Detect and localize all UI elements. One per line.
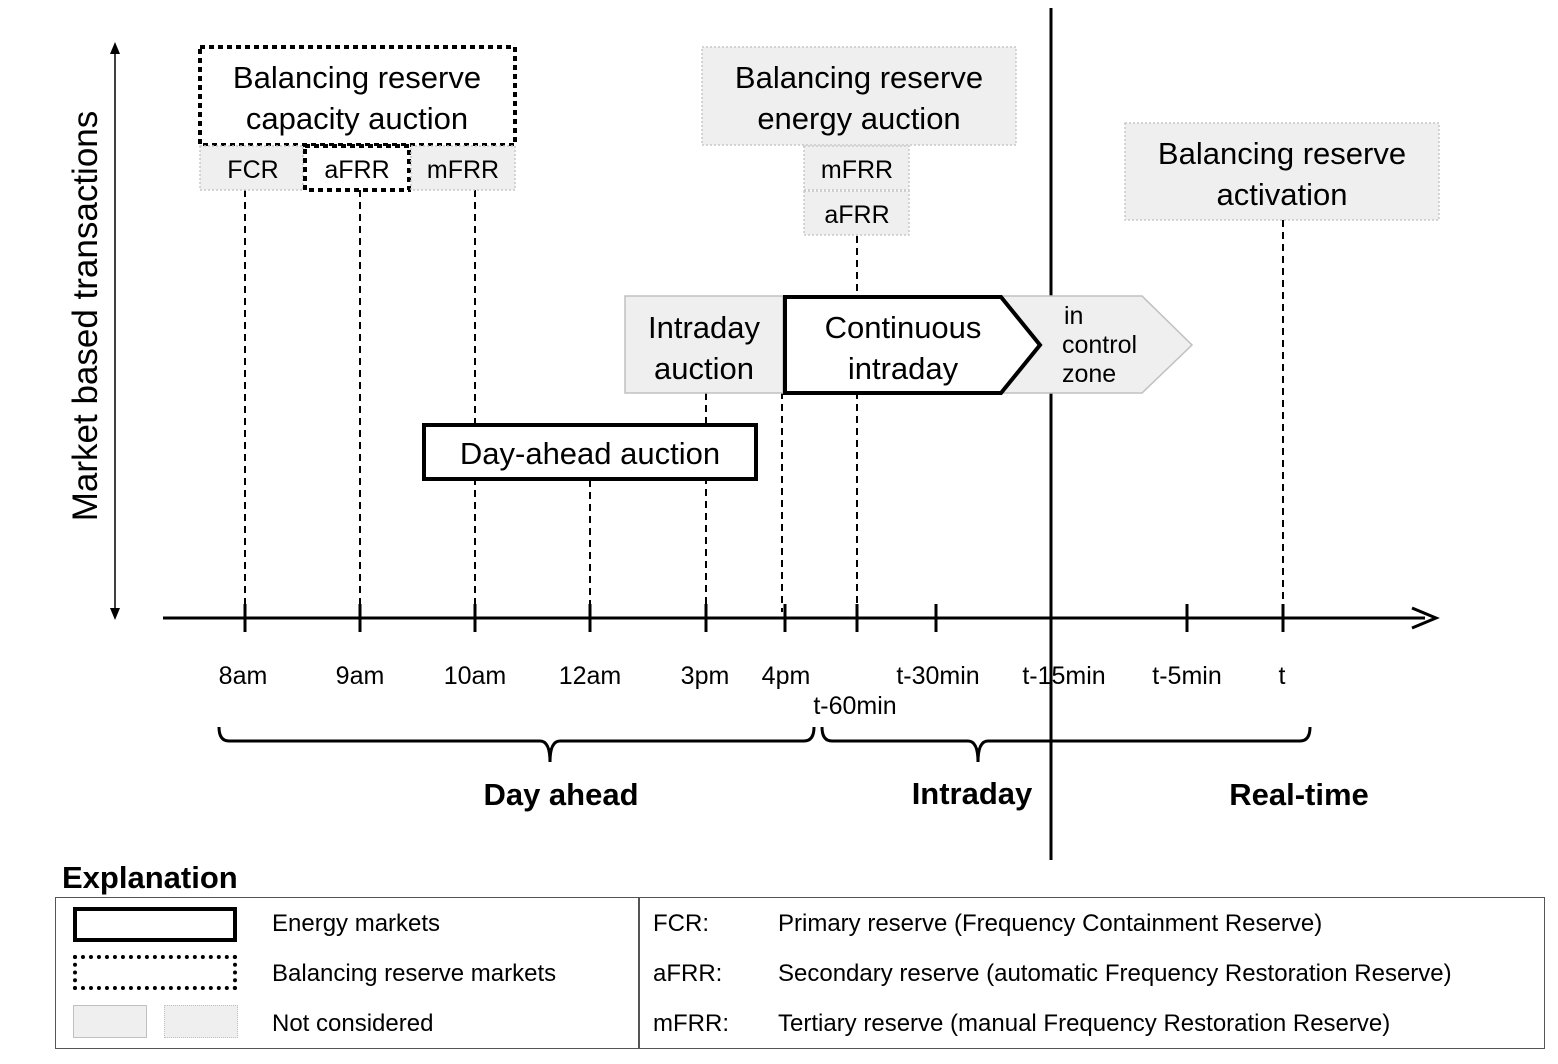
continuous-intraday-arrow: Continuous intraday	[783, 295, 1043, 395]
phase-label-intraday: Intraday	[912, 776, 1033, 811]
svg-text:auction: auction	[654, 351, 754, 386]
not-considered-swatch-dotted	[164, 1005, 238, 1038]
tick-labels: 8am 9am 10am 12am 3pm 4pm t-60min t-30mi…	[219, 662, 1286, 720]
phase-label-real-time: Real-time	[1229, 777, 1369, 812]
svg-text:control: control	[1062, 331, 1137, 359]
energy-afrr-box: aFRR	[803, 190, 910, 236]
svg-text:Intraday: Intraday	[648, 310, 761, 345]
time-ticks	[243, 604, 1285, 632]
not-considered-swatch-solid	[73, 1005, 147, 1038]
svg-text:aFRR: aFRR	[324, 156, 389, 184]
svg-text:energy auction: energy auction	[757, 101, 960, 136]
abbr-mfrr: mFRR:	[653, 1010, 729, 1037]
svg-text:mFRR: mFRR	[821, 156, 893, 184]
svg-text:Day-ahead auction: Day-ahead auction	[460, 436, 720, 471]
tick-label: 8am	[219, 662, 268, 690]
intraday-auction-box: Intraday auction	[624, 295, 784, 394]
svg-text:Continuous: Continuous	[825, 310, 982, 345]
svg-text:Balancing reserve: Balancing reserve	[1158, 136, 1406, 171]
tick-label: t-15min	[1022, 662, 1105, 690]
legend-title: Explanation	[62, 860, 238, 895]
tick-label: t	[1279, 662, 1286, 690]
tick-label: 9am	[336, 662, 385, 690]
energy-mfrr-box: mFRR	[803, 145, 910, 191]
legend-item-not-considered: Not considered	[272, 1010, 434, 1037]
abbr-afrr: aFRR:	[653, 960, 723, 987]
y-axis	[110, 42, 120, 620]
tick-label: t-30min	[896, 662, 979, 690]
day-ahead-auction-box: Day-ahead auction	[422, 423, 758, 481]
legend-item-energy: Energy markets	[272, 910, 441, 937]
tick-label: 12am	[559, 662, 622, 690]
energy-auction-box: Balancing reserve energy auction	[701, 46, 1017, 146]
svg-text:capacity auction: capacity auction	[246, 101, 468, 136]
phase-braces	[217, 726, 1312, 763]
svg-text:mFRR: mFRR	[427, 156, 499, 184]
balancing-market-swatch	[73, 955, 237, 990]
legend-item-balancing: Balancing reserve markets	[272, 960, 557, 987]
svg-text:aFRR: aFRR	[824, 201, 889, 229]
phase-label-day-ahead: Day ahead	[483, 777, 638, 812]
svg-text:in: in	[1064, 302, 1083, 330]
svg-text:FCR: FCR	[227, 156, 278, 184]
activation-box: Balancing reserve activation	[1124, 122, 1440, 221]
capacity-fcr-box: FCR	[199, 145, 304, 191]
capacity-mfrr-box: mFRR	[410, 145, 516, 191]
energy-market-swatch	[73, 907, 237, 942]
y-axis-label: Market based transactions	[66, 111, 105, 521]
svg-text:Balancing reserve: Balancing reserve	[233, 60, 481, 95]
abbr-mfrr-desc: Tertiary reserve (manual Frequency Resto…	[778, 1010, 1391, 1037]
abbr-afrr-desc: Secondary reserve (automatic Frequency R…	[778, 960, 1452, 987]
tick-label: t-60min	[813, 692, 896, 720]
tick-label: 10am	[444, 662, 507, 690]
dashed-connectors	[244, 190, 1284, 612]
capacity-afrr-box: aFRR	[303, 144, 411, 192]
tick-label: 4pm	[762, 662, 811, 690]
svg-text:intraday: intraday	[848, 351, 959, 386]
abbr-fcr-desc: Primary reserve (Frequency Containment R…	[778, 910, 1323, 937]
tick-label: 3pm	[681, 662, 730, 690]
legend-divider	[638, 898, 640, 1048]
svg-text:Balancing reserve: Balancing reserve	[735, 60, 983, 95]
svg-text:activation: activation	[1217, 177, 1348, 212]
tick-label: t-5min	[1152, 662, 1221, 690]
capacity-auction-box: Balancing reserve capacity auction	[198, 45, 517, 147]
legend-table: Energy markets Balancing reserve markets…	[55, 897, 1545, 1049]
abbr-fcr: FCR:	[653, 910, 709, 937]
market-timeline-diagram: Market based transactions Balancing rese…	[66, 8, 1440, 860]
time-axis	[163, 606, 1440, 630]
svg-text:zone: zone	[1062, 360, 1116, 388]
